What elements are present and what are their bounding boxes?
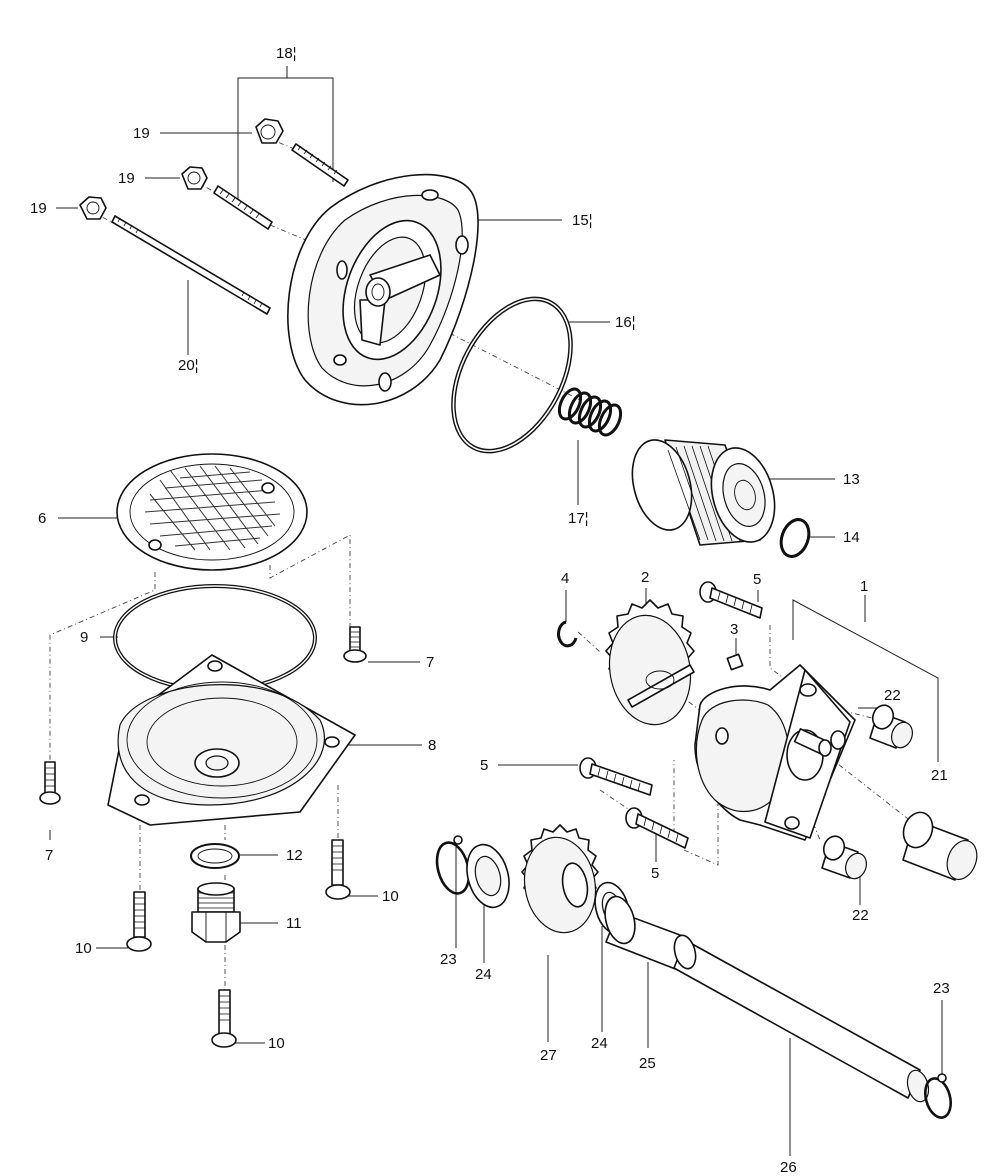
o-ring-14 — [779, 518, 811, 558]
bolt-10-bottom — [211, 989, 237, 1048]
label-5-top: 5 — [753, 571, 761, 588]
sleeve-21 — [902, 811, 978, 881]
gear-2 — [605, 599, 695, 726]
label-21: 21 — [931, 767, 948, 784]
label-5-left: 5 — [480, 757, 488, 774]
label-23-right: 23 — [933, 980, 950, 997]
label-6: 6 — [38, 510, 46, 527]
label-1: 1 — [860, 578, 868, 595]
label-10-bottom: 10 — [268, 1035, 285, 1052]
oil-filter-13 — [631, 439, 776, 546]
stud-18-upper — [291, 143, 349, 187]
washer-12 — [190, 843, 240, 869]
label-9: 9 — [80, 629, 88, 646]
label-25: 25 — [639, 1055, 656, 1072]
label-2: 2 — [641, 569, 649, 586]
dowel-22-lower — [821, 835, 867, 880]
spring-17 — [557, 387, 623, 437]
label-5-bottom: 5 — [651, 865, 659, 882]
label-8: 8 — [428, 737, 436, 754]
label-22-lower: 22 — [852, 907, 869, 924]
screw-5-bottom — [625, 807, 689, 849]
pump-housing-8 — [107, 654, 356, 826]
label-17: 17¦ — [568, 510, 589, 527]
screw-5-left — [579, 757, 653, 796]
label-3: 3 — [730, 621, 738, 638]
label-22-upper: 22 — [884, 687, 901, 704]
label-14: 14 — [843, 529, 860, 546]
dowel-22-upper — [869, 704, 913, 749]
label-12: 12 — [286, 847, 303, 864]
label-16: 16¦ — [615, 314, 636, 331]
washer-24-left — [466, 843, 510, 909]
o-ring-16 — [451, 296, 573, 454]
label-19-middle: 19 — [118, 170, 135, 187]
screw-5-top — [699, 581, 763, 619]
label-24-right: 24 — [591, 1035, 608, 1052]
label-13: 13 — [843, 471, 860, 488]
stud-18-lower — [213, 185, 273, 230]
shaft-26 — [673, 934, 930, 1103]
nut-19-middle — [181, 166, 208, 190]
label-19-top: 19 — [133, 125, 150, 142]
label-18: 18¦ — [276, 45, 297, 62]
bolt-10-left — [126, 891, 152, 952]
label-19-left: 19 — [30, 200, 47, 217]
label-26: 26 — [780, 1159, 797, 1176]
label-23-left: 23 — [440, 951, 457, 968]
label-10-right: 10 — [382, 888, 399, 905]
oil-pump-body-1 — [694, 664, 856, 841]
label-20: 20¦ — [178, 357, 199, 374]
bolt-7-left — [39, 761, 61, 805]
part-labels: 18¦ 19 19 19 15¦ 16¦ 20¦ 17¦ 13 14 6 9 7… — [30, 45, 950, 1176]
bolt-10-right — [325, 839, 351, 900]
strainer-screen-6 — [116, 453, 308, 571]
label-4: 4 — [561, 570, 569, 587]
label-7-left: 7 — [45, 847, 53, 864]
long-stud-20 — [111, 215, 271, 315]
cover-15 — [287, 173, 479, 406]
gear-27 — [521, 824, 599, 934]
label-15: 15¦ — [572, 212, 593, 229]
dowel-pin-3 — [726, 653, 744, 671]
nut-19-left — [79, 196, 107, 220]
nut-19-top — [255, 118, 284, 144]
leader-lines — [49, 66, 943, 1156]
label-11: 11 — [286, 915, 302, 932]
label-7-right: 7 — [426, 654, 434, 671]
label-27: 27 — [540, 1047, 557, 1064]
circlip-4 — [557, 620, 578, 648]
drain-plug-11 — [191, 882, 241, 943]
collar-25 — [604, 895, 689, 971]
bolt-7-right — [343, 626, 367, 663]
circlip-23-right — [924, 1073, 952, 1119]
label-10-left: 10 — [75, 940, 92, 957]
label-24-left: 24 — [475, 966, 492, 983]
